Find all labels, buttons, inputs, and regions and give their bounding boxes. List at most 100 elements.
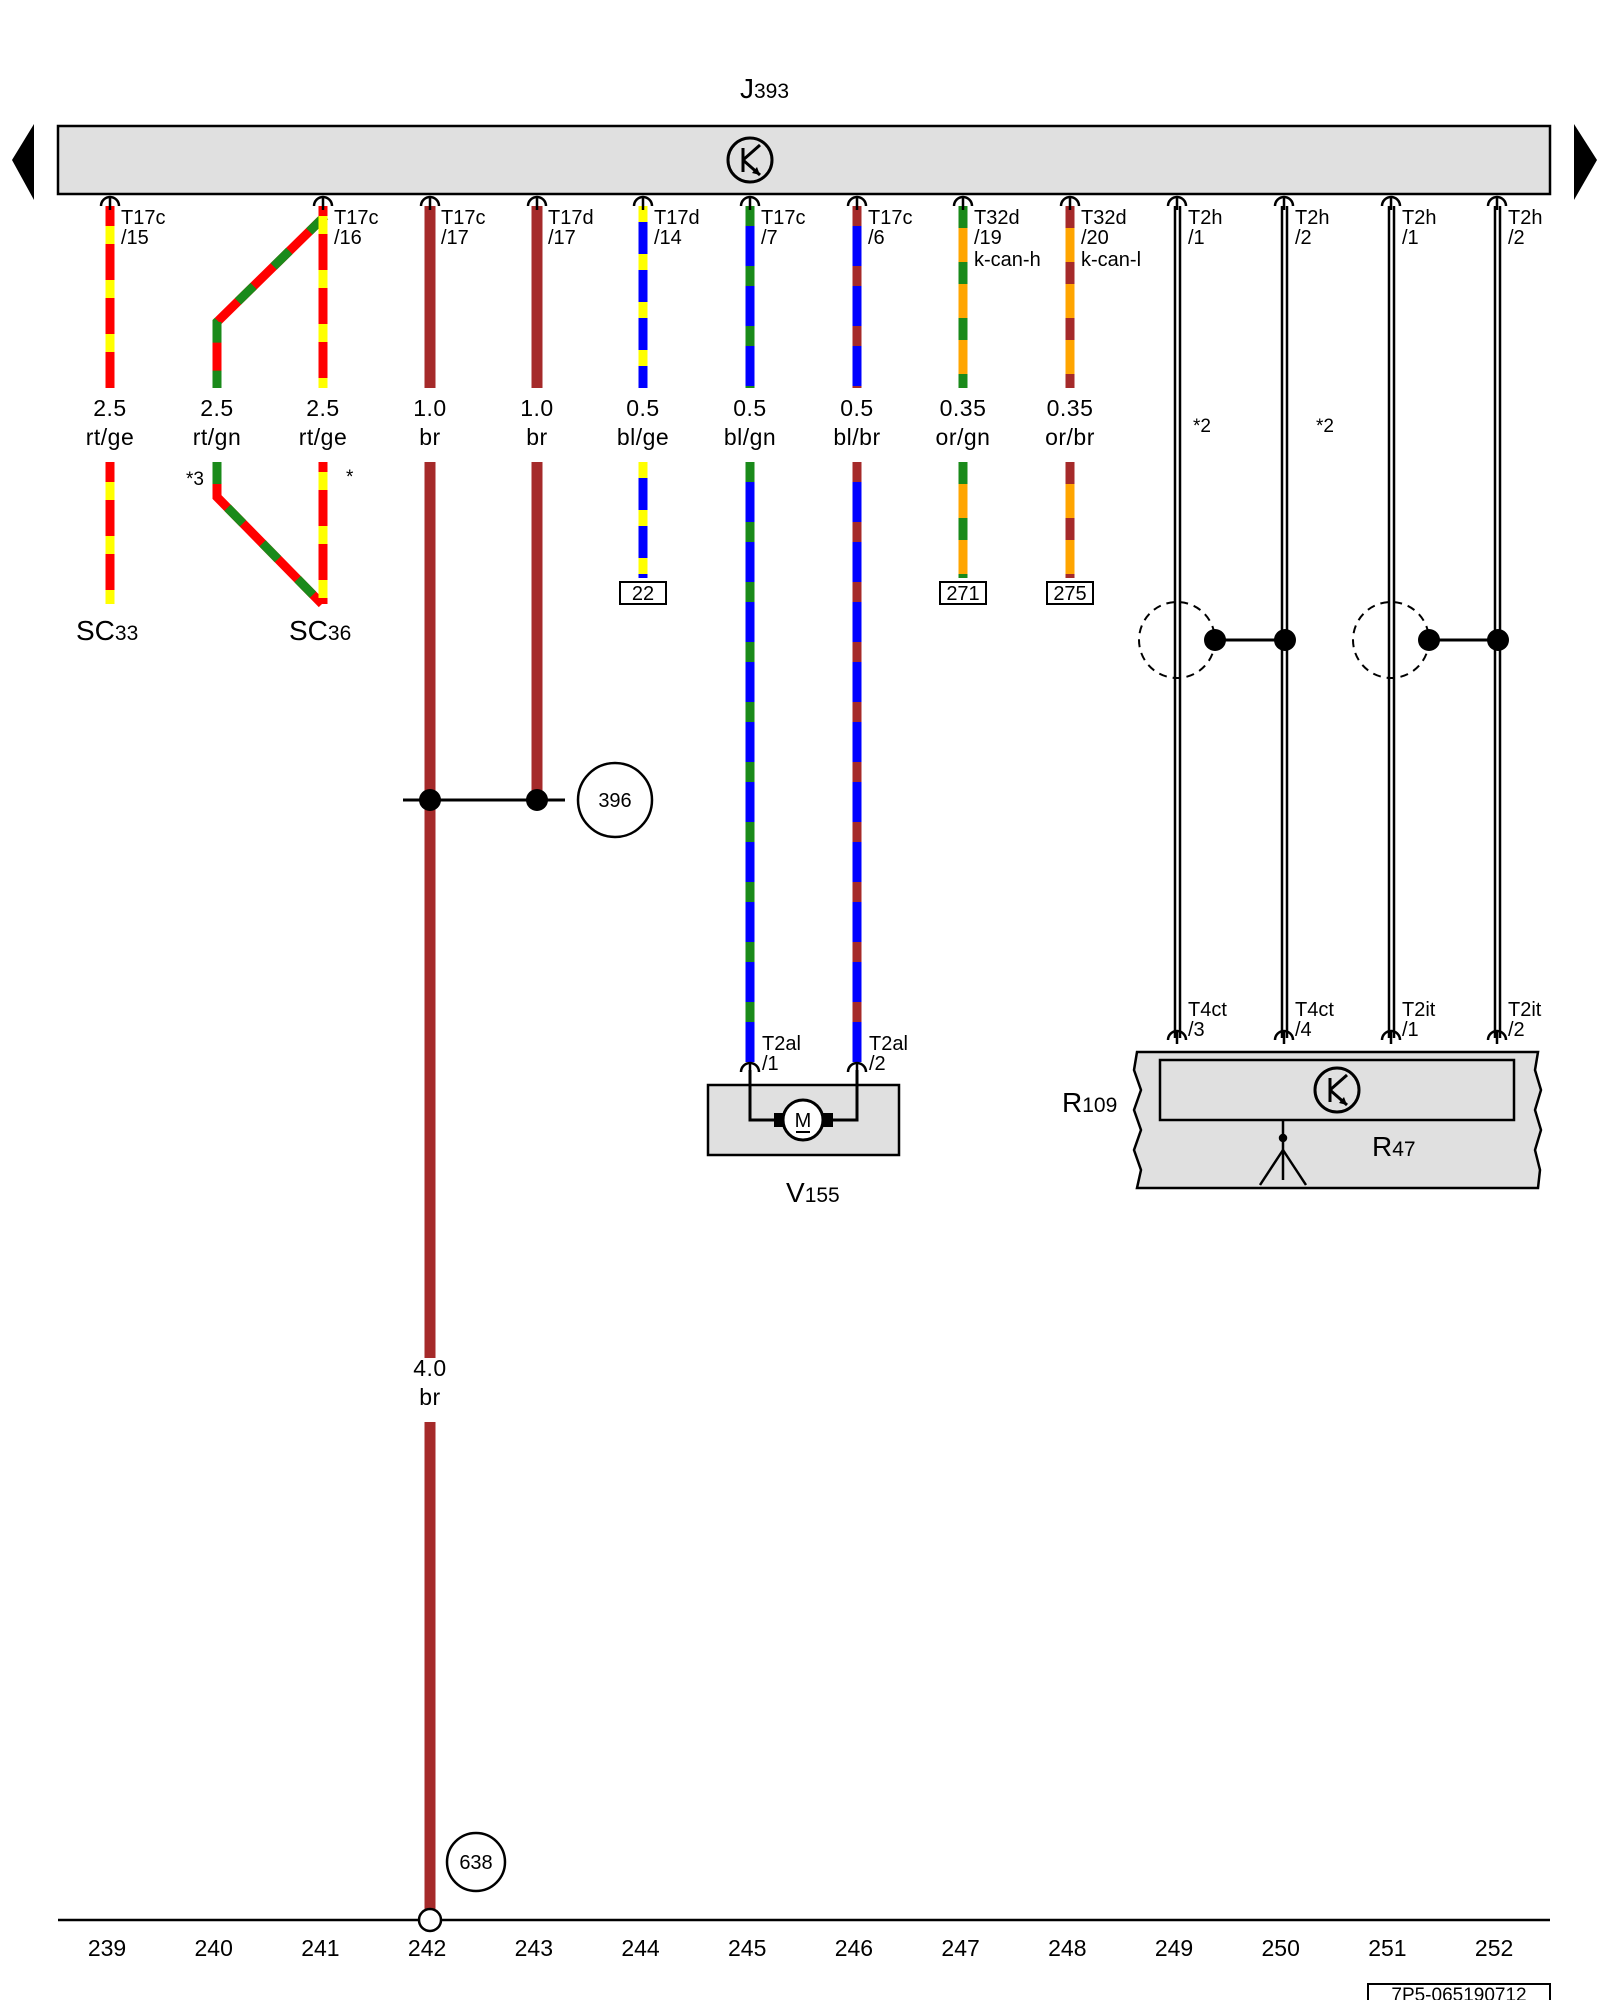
ref-box-271: 271 <box>939 581 987 605</box>
column-number: 240 <box>195 1935 233 1961</box>
connector-pin-icon <box>1380 1029 1402 1044</box>
column-number: 243 <box>515 1935 553 1961</box>
radio-r109 <box>1132 1050 1543 1190</box>
column-number: 251 <box>1368 1935 1406 1961</box>
wire-black-249 <box>1173 206 1182 1038</box>
shield-dot-252 <box>1487 629 1509 651</box>
pin-label-239: T17c/15 <box>121 207 165 249</box>
pin-label-242: T17c/17 <box>441 207 485 249</box>
connector-pin-icon <box>312 195 334 210</box>
connector-pin-icon <box>1273 1029 1295 1044</box>
column-number: 252 <box>1475 1935 1513 1961</box>
column-number: 241 <box>301 1935 339 1961</box>
column-number: 244 <box>621 1935 660 1961</box>
pin-label-243: T17d/17 <box>548 207 594 249</box>
note-star2-249: *2 <box>1193 416 1211 437</box>
pin-label-246: T17c/6 <box>868 207 912 249</box>
pin-label-241: T17c/16 <box>334 207 378 249</box>
column-number: 248 <box>1048 1935 1086 1961</box>
svg-text:396: 396 <box>598 790 631 812</box>
point-638: 638 <box>445 1831 507 1893</box>
control-unit-label: J393 <box>740 73 789 104</box>
svg-text:638: 638 <box>459 1852 492 1874</box>
connector-pin-icon <box>846 195 868 210</box>
connector-pin-icon <box>1486 195 1508 210</box>
wire-black-250 <box>1280 206 1289 1038</box>
column-number: 249 <box>1155 1935 1193 1961</box>
wire-black-251 <box>1387 206 1396 1038</box>
radio-pin-label-251: T2it/1 <box>1402 999 1436 1041</box>
pin-label-251: T2h/1 <box>1402 207 1436 249</box>
motor-icon <box>781 1098 825 1142</box>
column-number: 245 <box>728 1935 766 1961</box>
doc-id-box <box>1367 1983 1551 2000</box>
radio-r47-label: R47 <box>1372 1131 1416 1162</box>
radio-pin-label-252: T2it/2 <box>1508 999 1542 1041</box>
svg-text:271: 271 <box>946 583 979 605</box>
electronic-symbol-icon <box>1313 1066 1361 1114</box>
connector-pin-icon <box>1166 195 1188 210</box>
connector-pin-icon <box>99 195 121 210</box>
note-star2-250: *2 <box>1316 416 1334 437</box>
doc-id: 7P5-065190712 <box>1391 1985 1526 2000</box>
pin-label-244: T17d/14 <box>654 207 700 249</box>
note-star3: *3 <box>186 469 204 490</box>
ref-box-22: 22 <box>619 581 667 605</box>
motor-pin2-label: T2al/2 <box>869 1033 908 1075</box>
radio-pin-label-250: T4ct/4 <box>1295 999 1334 1041</box>
wire-black-252 <box>1493 206 1502 1038</box>
terminal-sc33: SC33 <box>76 615 138 646</box>
terminal-sc36: SC36 <box>289 615 351 646</box>
column-number: 247 <box>941 1935 979 1961</box>
wires <box>105 206 1502 1910</box>
radio-pin-label-249: T4ct/3 <box>1188 999 1227 1041</box>
junction-dot-242 <box>419 789 441 811</box>
point-396: 396 <box>576 761 654 839</box>
motor-pin1-label: T2al/1 <box>762 1033 801 1075</box>
radio-r109-label: R109 <box>1062 1087 1117 1118</box>
pin-label-245: T17c/7 <box>761 207 805 249</box>
control-unit-box <box>56 124 1552 196</box>
column-number: 246 <box>835 1935 873 1961</box>
connector-pin-icon <box>739 195 761 210</box>
pin-label-249: T2h/1 <box>1188 207 1222 249</box>
shield-dot-251 <box>1418 629 1440 651</box>
continue-left-arrow-icon <box>12 124 34 200</box>
antenna-icon <box>1258 1120 1308 1186</box>
connector-pin-icon <box>952 195 974 210</box>
shield-dot-249 <box>1204 629 1226 651</box>
pin-labels: T17c/15 T17c/16 T17c/17 T17d/17 T17d/14 … <box>121 207 1542 271</box>
column-number: 239 <box>88 1935 126 1961</box>
note-star: * <box>346 467 354 488</box>
connector-pin-icon <box>1166 1029 1188 1044</box>
ground-connection <box>417 1907 443 1933</box>
svg-text:275: 275 <box>1053 583 1086 605</box>
connector-pin-icon <box>526 195 548 210</box>
connector-pin-icon <box>419 195 441 210</box>
electronic-symbol-icon <box>726 136 774 184</box>
wire-stripe-240 <box>212 212 329 608</box>
column-number: 250 <box>1262 1935 1300 1961</box>
pin-label-252: T2h/2 <box>1508 207 1542 249</box>
continue-right-arrow-icon <box>1574 124 1597 200</box>
svg-text:22: 22 <box>632 583 654 605</box>
svg-text:M: M <box>795 1110 812 1132</box>
connector-pin-icon <box>1380 195 1402 210</box>
pin-label-250: T2h/2 <box>1295 207 1329 249</box>
connector-pin-icon <box>632 195 654 210</box>
